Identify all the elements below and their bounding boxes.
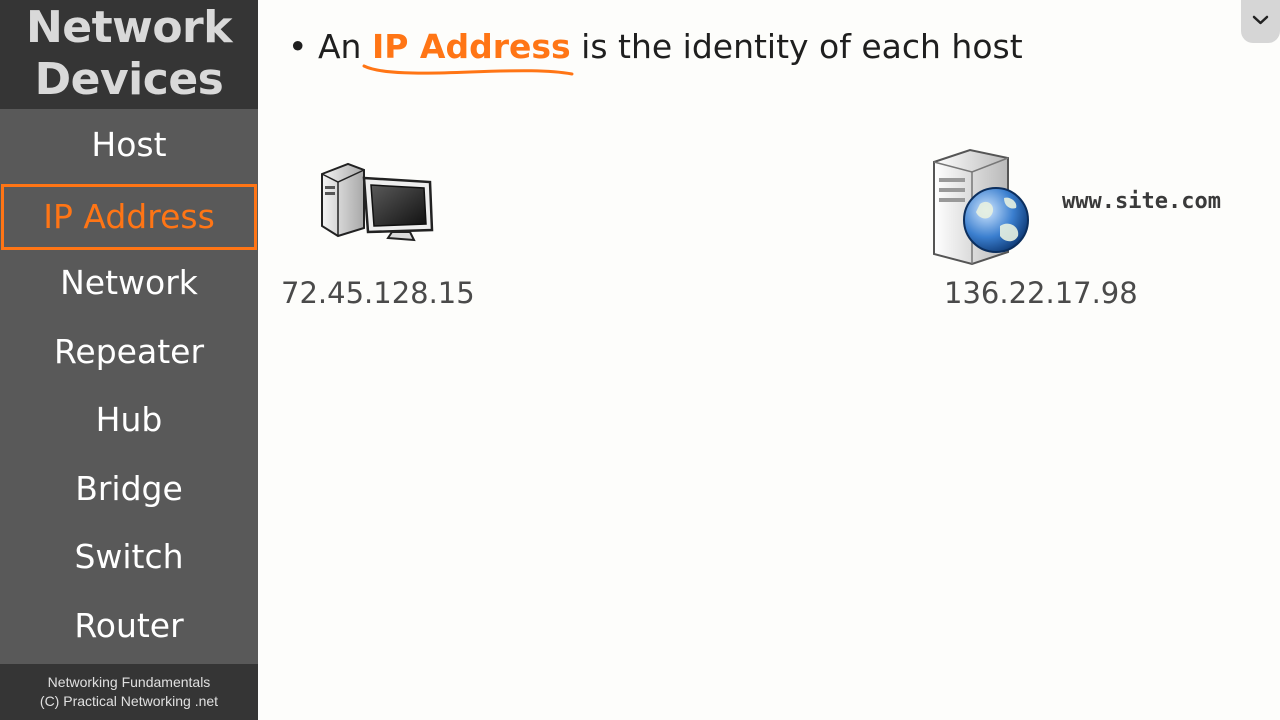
footer-line1: Networking Fundamentals bbox=[47, 674, 211, 690]
bullet-text-before: An bbox=[317, 27, 362, 66]
sidebar-title-line1: Network bbox=[25, 2, 233, 53]
bullet-highlight: IP Address bbox=[371, 27, 571, 66]
desktop-computer-icon bbox=[321, 162, 434, 242]
nav-item-network[interactable]: Network bbox=[60, 263, 198, 302]
nav-item-repeater[interactable]: Repeater bbox=[53, 332, 205, 371]
chevron-down-icon bbox=[1252, 15, 1269, 25]
nav-item-host[interactable]: Host bbox=[91, 125, 167, 164]
host-ip-label: 72.45.128.15 bbox=[281, 276, 475, 310]
bullet-text-after: is the identity of each host bbox=[581, 27, 1023, 66]
sidebar-title: Network Devices bbox=[0, 2, 258, 106]
nav-item-router[interactable]: Router bbox=[74, 606, 184, 645]
highlight-underline bbox=[362, 64, 574, 76]
expand-button[interactable] bbox=[1241, 0, 1280, 43]
nav-item-bridge[interactable]: Bridge bbox=[75, 469, 183, 508]
footer-line2: (C) Practical Networking .net bbox=[39, 693, 219, 709]
nav-item-switch[interactable]: Switch bbox=[74, 537, 184, 576]
sidebar-title-line2: Devices bbox=[34, 54, 224, 105]
web-server-icon bbox=[933, 148, 1029, 266]
nav-item-ip-address[interactable]: IP Address bbox=[1, 184, 257, 250]
server-site-label: www.site.com bbox=[1062, 189, 1221, 214]
slide-bullet-text: • An IP Address is the identity of each … bbox=[288, 26, 1023, 68]
sidebar-header: Network Devices bbox=[0, 0, 258, 109]
sidebar: Network Devices Host IP Address Network … bbox=[0, 0, 258, 720]
bullet-glyph: • bbox=[288, 27, 308, 66]
nav-item-hub[interactable]: Hub bbox=[95, 400, 163, 439]
server-ip-label: 136.22.17.98 bbox=[944, 276, 1138, 310]
sidebar-footer: Networking Fundamentals (C) Practical Ne… bbox=[0, 664, 258, 720]
